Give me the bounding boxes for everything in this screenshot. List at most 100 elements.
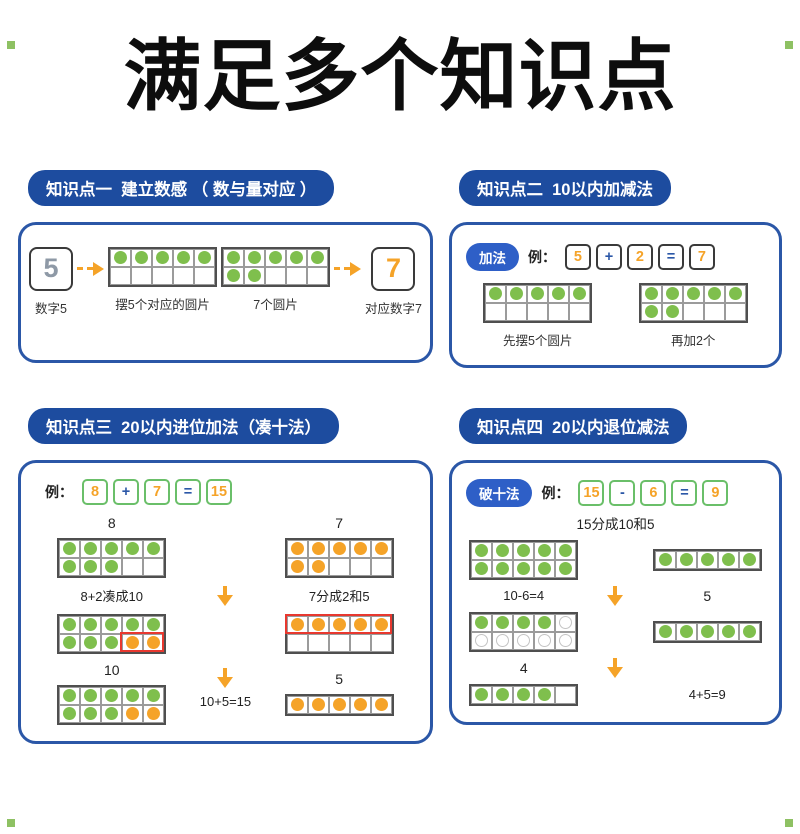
ten-frame-ten-minus-six [469,611,579,652]
frame-cell [717,550,739,569]
frame-cell [513,559,535,578]
frame-cell [80,704,102,723]
middle-result-group: 10+5=15 [199,667,252,709]
green-counter-dot [665,305,679,319]
frame-cell [307,248,328,267]
section-knowledge-point-4: 知识点四 20以内退位减法 破十法 例： 15-6=9 15分成10和5 10-… [448,407,782,725]
equation-operator-box: = [657,243,684,270]
seven-dots-group: 7个圆片 [221,246,330,313]
frame-cell [349,539,371,558]
frame-cell [485,284,507,303]
green-counter-dot [538,688,552,702]
frame-cell [569,302,591,321]
first-five-caption: 先摆5个圆片 [502,333,573,348]
frame-cell [349,695,371,714]
corner-registration-mark [785,819,793,827]
green-counter-dot [84,689,98,703]
removed-counter-outline [496,634,510,648]
green-counter-dot [517,688,531,702]
green-counter-dot [496,616,510,630]
frame-cell [370,695,392,714]
break-ten-method-badge: 破十法 [465,478,533,507]
equation-number-box: 8 [82,478,108,505]
frame-cell [101,615,123,634]
ten-frame-seven [284,537,394,578]
section2-example-row: 加法 例： 5+2=7 [465,242,771,271]
green-counter-dot [105,618,119,632]
frame-cell [349,557,371,576]
down-arrow-icon [607,657,624,678]
frame-cell [724,284,746,303]
green-counter-dot [665,287,679,301]
green-counter-dot [63,542,77,556]
five-dots-group: 摆5个对应的圆片 [108,246,217,313]
section3-header: 知识点三 20以内进位加法（凑十法） [28,407,340,444]
section-knowledge-point-3: 知识点三 20以内进位加法（凑十法） 例： 8+7=15 8 7 8+2凑成10 [18,407,433,744]
frame-cell [738,550,760,569]
orange-counter-dot [332,542,346,556]
orange-counter-dot [126,707,140,721]
green-counter-dot [700,625,714,639]
corner-registration-mark [7,41,15,49]
ten-frame-ten [57,684,167,725]
green-counter-dot [489,287,503,301]
green-counter-dot [126,689,140,703]
frame-cell [328,695,350,714]
number-card-5: 5 [29,246,73,291]
frame-cell [717,622,739,641]
frame-cell [143,615,165,634]
equation-number-box: 15 [206,478,232,505]
section4-header: 知识点四 20以内退位减法 [458,407,688,444]
frame-cell [471,613,493,632]
ten-frame-add-two [638,282,748,323]
orange-counter-dot [353,618,367,632]
frame-cell [471,631,493,650]
frame-cell [143,539,165,558]
green-counter-dot [105,707,119,721]
green-counter-dot [510,287,524,301]
ten-plus-five-caption: 10+5=15 [199,693,252,709]
frame-cell [59,686,81,705]
frame-cell [80,557,102,576]
frame-cell [640,284,662,303]
label-5: 5 [703,587,712,604]
four-plus-five-caption: 4+5=9 [688,687,726,703]
down-arrow-icon [607,585,624,606]
frame-cell [548,302,570,321]
frame-cell [703,284,725,303]
equation-operator-box: + [113,478,139,505]
frame-cell [307,539,329,558]
corner-registration-mark [7,819,15,827]
orange-counter-dot [147,636,161,650]
section2-panel: 加法 例： 5+2=7 先摆5个圆片 再加2个 [448,221,782,368]
section3-example-row: 例： 8+7=15 [45,478,422,505]
green-counter-dot [63,560,77,574]
green-counter-dot [63,636,77,650]
ten-frame-eight-plus-two [57,613,167,654]
frame-cell [122,686,144,705]
page-title: 满足多个知识点 [123,32,677,120]
equation-number-box: 5 [564,243,591,270]
orange-counter-dot [290,618,304,632]
section2-frames-row: 先摆5个圆片 再加2个 [460,282,771,349]
equation-8-plus-7: 8+7=15 [82,478,232,505]
green-counter-dot [538,616,552,630]
orange-counter-dot [290,542,304,556]
section2-header: 知识点二 10以内加减法 [458,169,671,206]
number-7-group: 7 对应数字7 [365,246,422,317]
green-counter-dot [552,287,566,301]
frame-cell [59,615,81,634]
green-counter-dot [84,707,98,721]
frame-cell [286,266,307,285]
green-counter-dot [105,560,119,574]
frame-cell [110,266,131,285]
frame-cell [194,266,215,285]
green-counter-dot [679,625,693,639]
equation-number-box: 15 [578,479,605,506]
orange-counter-dot [311,698,325,712]
equation-number-box: 6 [640,479,667,506]
example-label: 例： [527,248,556,265]
frame-cell [328,557,350,576]
removed-counter-outline [538,634,552,648]
frame-cell [640,302,662,321]
